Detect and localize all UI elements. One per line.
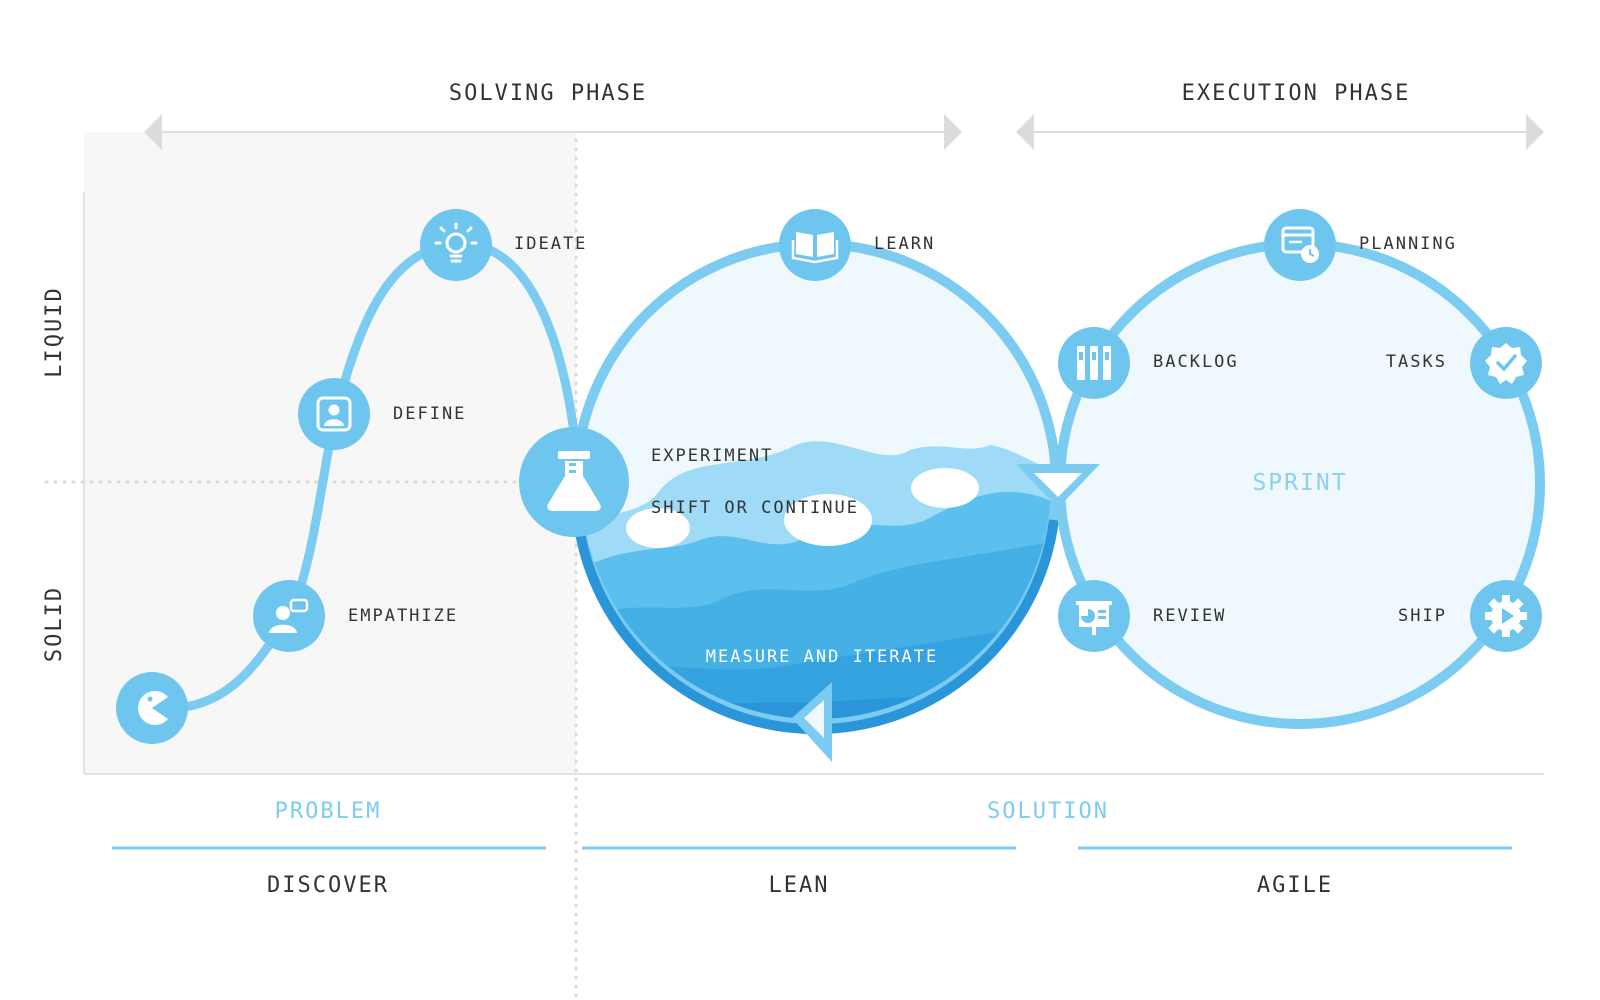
tasks-node[interactable] — [1470, 327, 1542, 399]
measure-and-iterate-label: MEASURE AND ITERATE — [706, 647, 938, 667]
problem-label: PROBLEM — [275, 799, 382, 824]
face-scan-icon — [316, 396, 352, 432]
pacman-icon — [138, 691, 168, 725]
solving-phase-arrow — [144, 114, 962, 150]
execution-phase-label: EXECUTION PHASE — [1182, 81, 1411, 106]
axis-liquid-label: LIQUID — [42, 286, 67, 377]
lean-label: LEAN — [769, 873, 830, 898]
ideate-node[interactable] — [420, 209, 492, 281]
discover-label: DISCOVER — [267, 873, 389, 898]
planning-label: PLANNING — [1359, 234, 1457, 254]
empathize-node[interactable] — [253, 580, 325, 652]
define-node[interactable] — [298, 378, 370, 450]
ship-label: SHIP — [1398, 606, 1447, 626]
experiment-label: EXPERIMENT — [651, 446, 773, 466]
shift-or-continue-label: SHIFT OR CONTINUE — [651, 498, 859, 518]
book-icon — [791, 232, 839, 264]
solving-phase-label: SOLVING PHASE — [449, 81, 647, 106]
execution-phase-arrow — [1016, 114, 1544, 150]
experiment-node[interactable] — [519, 427, 629, 537]
solution-label: SOLUTION — [987, 799, 1109, 824]
learn-node[interactable] — [779, 209, 851, 281]
start-node[interactable] — [116, 672, 188, 744]
tasks-label: TASKS — [1386, 352, 1447, 372]
flask-icon — [547, 451, 601, 511]
user-chat-icon — [269, 598, 309, 633]
ship-node[interactable] — [1470, 580, 1542, 652]
empathize-label: EMPATHIZE — [348, 606, 458, 626]
loop-direction-arrow-join-inner — [1034, 473, 1082, 497]
lightbulb-icon — [434, 222, 478, 263]
bookshelf-icon — [1077, 346, 1111, 380]
backlog-label: BACKLOG — [1153, 352, 1239, 372]
gear-play-icon — [1485, 595, 1527, 637]
lean-loop — [571, 239, 1061, 735]
planning-node[interactable] — [1264, 209, 1336, 281]
backlog-node[interactable] — [1058, 327, 1130, 399]
presentation-icon — [1076, 601, 1112, 635]
review-node[interactable] — [1058, 580, 1130, 652]
ideate-label: IDEATE — [514, 234, 587, 254]
calendar-clock-icon — [1281, 226, 1319, 263]
define-label: DEFINE — [393, 404, 466, 424]
badge-check-icon — [1485, 343, 1527, 384]
loop-direction-arrow-bottom-inner — [804, 700, 824, 738]
learn-label: LEARN — [874, 234, 935, 254]
review-label: REVIEW — [1153, 606, 1226, 626]
agile-label: AGILE — [1257, 873, 1333, 898]
axis-solid-label: SOLID — [42, 586, 67, 662]
sprint-label: SPRINT — [1252, 470, 1347, 496]
